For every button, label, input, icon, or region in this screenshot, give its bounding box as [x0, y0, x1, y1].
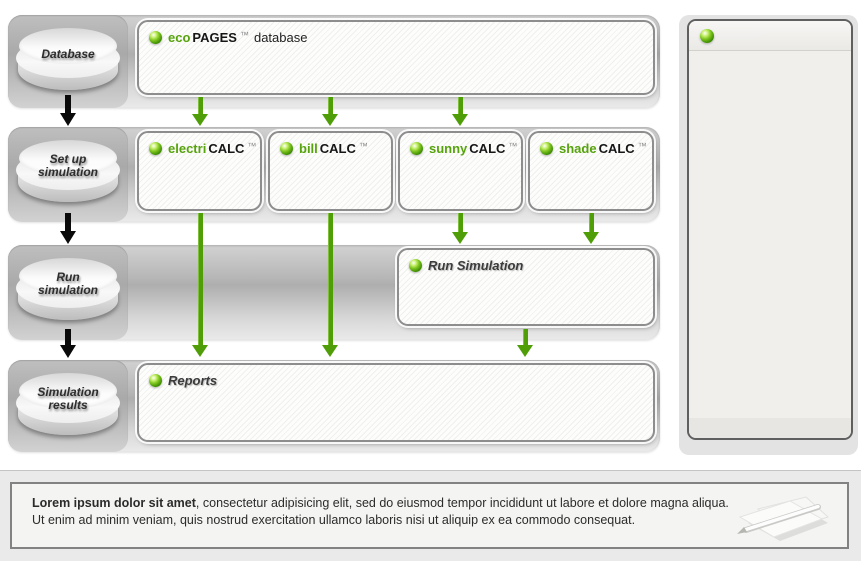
step-database-label: Database [41, 46, 95, 61]
calc-brand: CALC [319, 141, 356, 156]
side-panel-header [689, 21, 851, 51]
green-sphere-icon [280, 142, 293, 155]
ecopages-suffix: database [253, 30, 308, 45]
black-arrow-down-2 [60, 213, 76, 244]
green-arrow-eco-to-sunnycalc [452, 97, 468, 126]
lorem-note-box: Lorem ipsum dolor sit amet, consectetur … [10, 482, 849, 549]
calc-prefix: electri [168, 141, 207, 156]
trademark-symbol: ™ [247, 141, 257, 151]
green-sphere-icon [149, 142, 162, 155]
run-cylinder-icon: Run simulation [16, 258, 120, 324]
run-simulation-box[interactable]: Run Simulation [397, 248, 655, 326]
run-simulation-box-header: Run Simulation [399, 250, 653, 273]
trademark-symbol: ™ [508, 141, 518, 151]
trademark-symbol: ™ [637, 141, 647, 151]
side-panel-footer [689, 418, 851, 438]
step-setup-simulation[interactable]: Set up simulation [8, 127, 128, 222]
green-sphere-icon [410, 142, 423, 155]
step-database[interactable]: Database [8, 15, 128, 108]
green-sphere-icon [409, 259, 422, 272]
reports-box-header: Reports [139, 365, 653, 388]
trademark-symbol: ™ [358, 141, 368, 151]
step-simulation-results[interactable]: Simulation results [8, 360, 128, 452]
side-panel [687, 19, 853, 440]
green-arrow-run-to-reports [517, 329, 533, 357]
green-arrow-eco-to-electricalc [192, 97, 208, 126]
calc-brand: CALC [598, 141, 635, 156]
black-arrow-down-1 [60, 95, 76, 126]
calc-prefix: bill [299, 141, 318, 156]
green-arrow-electricalc-to-reports [192, 213, 208, 357]
calc-prefix: shade [559, 141, 597, 156]
setup-cylinder-icon: Set up simulation [16, 140, 120, 206]
green-sphere-icon [149, 31, 162, 44]
green-arrow-billcalc-to-reports [322, 213, 338, 357]
green-arrow-eco-to-billcalc [322, 97, 338, 126]
black-arrow-down-3 [60, 329, 76, 358]
section-divider [0, 470, 861, 471]
step-run-label: Run simulation [37, 270, 98, 297]
step-setup-label: Set up simulation [37, 152, 98, 179]
calc-prefix: sunny [429, 141, 468, 156]
calc-brand: CALC [469, 141, 506, 156]
step-results-label: Simulation results [37, 385, 99, 412]
trademark-symbol: ™ [239, 30, 249, 40]
step-run-simulation[interactable]: Run simulation [8, 245, 128, 340]
paper-pen-icon [737, 496, 829, 541]
lorem-line2: Ut enim ad minim veniam, quis nostrud ex… [32, 513, 636, 527]
ecopages-prefix: eco [168, 30, 191, 45]
reports-label: Reports [168, 373, 218, 388]
calc-brand: CALC [208, 141, 245, 156]
lorem-lead: Lorem ipsum dolor sit amet [32, 496, 196, 510]
reports-box[interactable]: Reports [137, 363, 655, 442]
green-sphere-icon [540, 142, 553, 155]
green-sphere-icon [700, 28, 714, 43]
lorem-note-text: Lorem ipsum dolor sit amet, consectetur … [32, 495, 737, 529]
results-cylinder-icon: Simulation results [16, 373, 120, 439]
ecopages-brand: PAGES [192, 30, 237, 45]
lorem-line1: , consectetur adipisicing elit, sed do e… [195, 496, 729, 510]
green-sphere-icon [149, 374, 162, 387]
green-arrow-shadecalc-to-run [583, 213, 599, 244]
green-arrow-sunnycalc-to-run [452, 213, 468, 244]
run-simulation-label: Run Simulation [428, 258, 524, 273]
database-cylinder-icon: Database [16, 28, 120, 94]
